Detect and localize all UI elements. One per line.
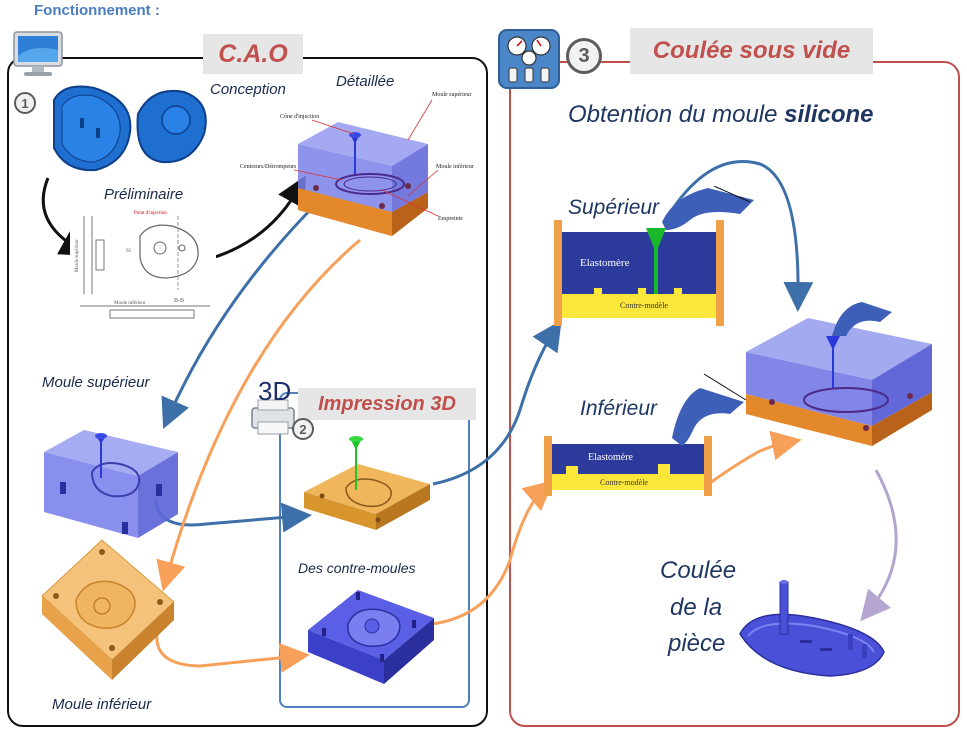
lower-countermold-image [300,584,440,692]
contre-modele-lower-label: Contre-modèle [600,478,648,487]
arrow-contremoule-to-superieur [432,320,562,486]
callout-moule-sup: Moule supérieur [432,92,472,98]
drawing-point-injection: Point d'injection [134,211,167,216]
contre-moules-label: Des contre-moules [298,560,416,576]
drawing-dim: 95 [126,249,132,254]
step-1-badge: 1 [14,92,36,114]
coulee-subtitle: Obtention du moule silicone [568,101,874,129]
cast-part-image [734,578,890,690]
step-3-badge: 3 [566,38,602,74]
page-title: Fonctionnement : [34,2,160,19]
impression-tag: Impression 3D [298,388,476,420]
coulee-tag-label: Coulée sous vide [652,37,851,64]
preliminaire-label: Préliminaire [104,186,184,203]
preliminary-shells-image [44,78,214,178]
elastomere-lower-label: Elastomère [588,452,634,463]
inferieur-label: Inférieur [580,397,658,420]
conception-label: Conception [210,81,286,98]
technical-drawing-image: Point d'injection Moule supérieur Moule … [70,206,216,324]
elastomere-upper-label: Elastomère [580,257,630,269]
detaillee-label: Détaillée [336,73,395,90]
arrow-contremoule-to-inferieur [431,480,555,626]
coulee-piece-line2: de la [670,594,723,621]
step-2-badge: 2 [292,418,314,440]
printer-3d-label: 3D [258,376,292,406]
arrow-moule-to-piece [860,469,898,622]
callout-centreurs: Centreurs/Détrompeurs [240,164,297,170]
moule-superieur-label: Moule supérieur [42,374,150,391]
arrow-detaillee-to-moule-inf [156,238,361,592]
coulee-subtitle-bold: silicone [784,101,874,128]
drawing-moule-sup: Moule supérieur [75,239,80,272]
upper-countermold-image [300,430,434,542]
arrow-superieur-to-moule [666,160,814,312]
moule-inferieur-label: Moule inférieur [52,696,152,713]
drawing-section: B-B [174,298,184,304]
cao-tag-label: C.A.O [218,39,288,68]
superieur-label: Supérieur [568,196,660,219]
coulee-piece-line1: Coulée [660,557,737,584]
contre-modele-upper-label: Contre-modèle [620,301,668,310]
upper-mold-block-image [40,402,180,544]
arrow-inferieur-to-moule [705,430,802,488]
upper-silicone-tank-image: Elastomère Contre-modèle [554,185,764,328]
printer-3d-icon [244,378,302,440]
coulee-tag: Coulée sous vide [630,28,873,74]
gauges-panel-icon [497,28,561,90]
silicone-mold-image [742,296,938,472]
callout-empreinte: Empreinte [438,216,463,222]
computer-monitor-icon [10,30,66,80]
coulee-subtitle-text: Obtention du moule [568,101,785,128]
coulee-piece-line3: pièce [668,630,726,657]
lower-mold-block-image [36,530,180,692]
arrow-drawing-to-detaillee [211,175,306,260]
drawing-moule-inf: Moule inférieur [114,301,146,306]
detailed-mold-image: Cône d'injection Centreurs/Détrompeurs M… [232,80,486,250]
callout-cone-injection: Cône d'injection [280,114,319,120]
impression-tag-label: Impression 3D [318,392,456,415]
lower-silicone-tank-image: Elastomère Contre-modèle [544,368,754,498]
cao-tag: C.A.O [203,34,303,74]
callout-moule-inf: Moule inférieur [436,163,474,170]
arrow-detaillee-to-moule-sup [161,198,322,429]
